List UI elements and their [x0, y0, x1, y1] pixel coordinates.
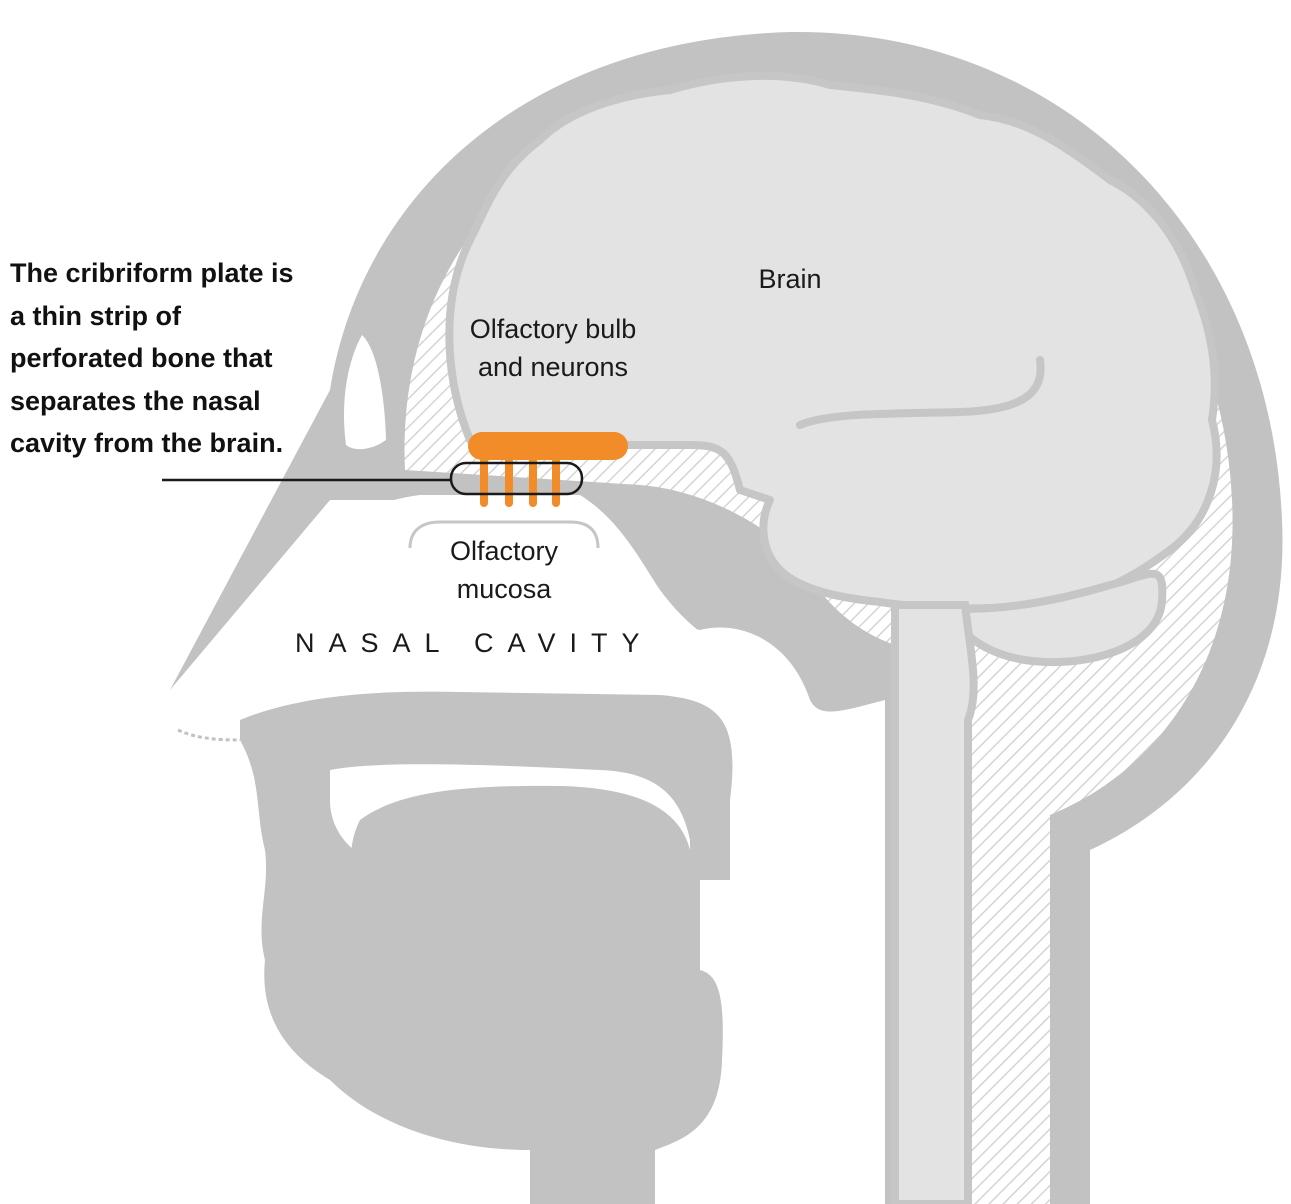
cribriform-callout: The cribriform plate is a thin strip of …: [10, 252, 310, 465]
spinal-cord: [895, 605, 974, 1204]
olfactory-mucosa-label: Olfactory mucosa: [414, 532, 594, 608]
nasal-cavity-label: NASAL CAVITY: [295, 628, 645, 659]
nostril-edge: [178, 730, 240, 740]
olfactory-bulb-label: Olfactory bulb and neurons: [468, 310, 638, 386]
olfactory-bulb: [468, 432, 628, 460]
brain-label: Brain: [740, 264, 840, 295]
